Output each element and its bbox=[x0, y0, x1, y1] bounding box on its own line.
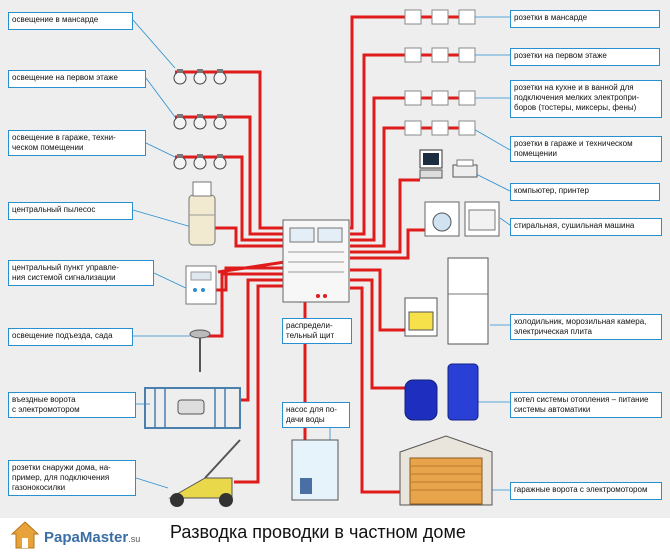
label-kitchen-sockets: розетки на кухне и в ванной для подключе… bbox=[510, 80, 662, 118]
first-floor-bulbs bbox=[173, 114, 227, 130]
distribution-board-icon bbox=[282, 219, 350, 303]
garage-bulbs bbox=[173, 154, 227, 170]
attic-bulbs bbox=[173, 69, 227, 85]
light-bulb-icon bbox=[213, 69, 227, 85]
label-central-vacuum: центральный пылесос bbox=[8, 202, 133, 220]
boiler-icon bbox=[404, 363, 479, 421]
socket-icon bbox=[404, 90, 476, 106]
label-porch-lighting: освещение подъезда, сада bbox=[8, 328, 133, 346]
computer-icon bbox=[419, 149, 443, 179]
label-distribution-board: распредели- тельный щит bbox=[282, 318, 352, 344]
label-first-floor-lighting: освещение на первом этаже bbox=[8, 70, 146, 88]
label-garage-door: гаражные ворота с электромотором bbox=[510, 482, 662, 500]
label-garage-sockets: розетки в гараже и техническом помещении bbox=[510, 136, 662, 162]
label-fridge-stove: холодильник, морозильная камера, электри… bbox=[510, 314, 662, 340]
socket-icon bbox=[404, 120, 476, 136]
light-bulb-icon bbox=[193, 154, 207, 170]
label-alarm-center: центральный пункт управле- ния системой … bbox=[8, 260, 154, 286]
dryer-icon bbox=[464, 201, 500, 237]
garage-door-icon bbox=[399, 435, 493, 506]
stove-icon bbox=[404, 297, 438, 337]
street-lamp-icon bbox=[189, 329, 211, 372]
lawnmower-icon bbox=[168, 439, 241, 507]
label-entry-gate: въездные ворота с электромотором bbox=[8, 392, 136, 418]
footer-bar bbox=[0, 518, 670, 554]
label-pump: насос для по- дачи воды bbox=[282, 402, 350, 428]
site-logo[interactable]: PapaMaster.su bbox=[44, 529, 140, 548]
socket-icon bbox=[404, 47, 476, 63]
label-computer: компьютер, принтер bbox=[510, 183, 660, 201]
label-washer-dryer: стиральная, сушильная машина bbox=[510, 218, 662, 236]
light-bulb-icon bbox=[193, 69, 207, 85]
logo-brand: PapaMaster bbox=[44, 529, 129, 546]
label-outdoor-sockets: розетки снаружи дома, на- пример, для по… bbox=[8, 460, 136, 496]
logo-suffix: .su bbox=[128, 534, 141, 544]
label-attic-sockets: розетки в мансарде bbox=[510, 10, 660, 28]
socket-icon bbox=[404, 9, 476, 25]
printer-icon bbox=[452, 159, 478, 178]
leader-lines bbox=[132, 16, 511, 491]
pump-tank-icon bbox=[291, 439, 339, 501]
alarm-panel-icon bbox=[185, 265, 217, 305]
label-garage-lighting: освещение в гараже, техни- ческом помеще… bbox=[8, 130, 146, 156]
diagram-graphics bbox=[132, 9, 511, 507]
fridge-icon bbox=[447, 257, 489, 345]
light-bulb-icon bbox=[173, 154, 187, 170]
label-attic-lighting: освещение в мансарде bbox=[8, 12, 133, 30]
label-first-floor-sockets: розетки на первом этаже bbox=[510, 48, 660, 66]
vacuum-unit-icon bbox=[188, 181, 216, 246]
socket-rows bbox=[404, 9, 476, 136]
house-logo-icon bbox=[10, 521, 40, 549]
diagram-caption: Разводка проводки в частном доме bbox=[170, 522, 466, 542]
light-bulb-icon bbox=[213, 154, 227, 170]
light-bulb-icon bbox=[193, 114, 207, 130]
light-bulb-icon bbox=[213, 114, 227, 130]
light-bulb-icon bbox=[173, 69, 187, 85]
washing-machine-icon bbox=[424, 201, 460, 237]
gate-icon bbox=[144, 387, 241, 429]
light-bulb-icon bbox=[173, 114, 187, 130]
label-boiler: котел системы отопления – питание систем… bbox=[510, 392, 662, 418]
